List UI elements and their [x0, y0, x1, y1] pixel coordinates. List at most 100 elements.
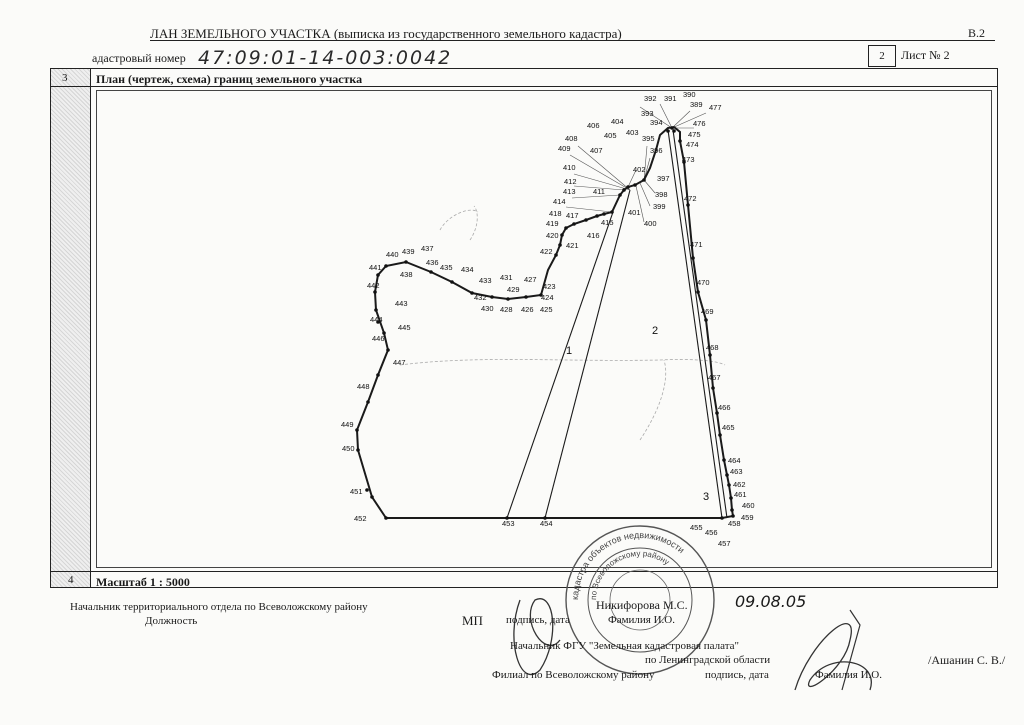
- boundary-point-mark: [386, 348, 390, 352]
- boundary-point-mark: [374, 308, 378, 312]
- boundary-point-mark: [554, 253, 558, 257]
- row-number-4: 4: [68, 574, 74, 586]
- point-label: 431: [500, 273, 513, 282]
- leader-line: [659, 103, 673, 129]
- point-label: 445: [398, 323, 411, 332]
- boundary-point-mark: [720, 516, 724, 520]
- boundary-point-mark: [382, 331, 386, 335]
- point-label: 417: [566, 211, 579, 220]
- point-label: 392: [644, 94, 657, 103]
- boundary-point-mark: [686, 203, 690, 207]
- handwritten-date: 09.08.05: [735, 592, 807, 611]
- leader-line: [565, 206, 613, 213]
- plan-title: План (чертеж, схема) границ земельного у…: [96, 72, 363, 86]
- boundary-line: [506, 211, 614, 519]
- point-label: 415: [601, 218, 614, 227]
- row-divider-bottom: [50, 571, 998, 572]
- boundary-line: [672, 129, 728, 519]
- fgu-title: Начальник ФГУ "Земельная кадастровая пал…: [510, 640, 740, 652]
- point-label: 389: [690, 100, 703, 109]
- point-label: 391: [664, 94, 677, 103]
- point-label: 410: [563, 163, 576, 172]
- signature-2-stroke: [841, 609, 861, 691]
- point-label: 402: [633, 165, 646, 174]
- point-label: 452: [354, 514, 367, 523]
- point-label: 420: [546, 231, 559, 240]
- sign-date-label-2: подпись, дата: [705, 669, 769, 681]
- point-label: 467: [708, 373, 721, 382]
- point-label: 401: [628, 208, 641, 217]
- row-number-3: 3: [62, 72, 68, 84]
- point-label: 475: [688, 130, 701, 139]
- boundary-point-mark: [564, 226, 568, 230]
- point-label: 390: [683, 90, 696, 99]
- round-seal: кадастра объектов недвижимости по Всевол…: [565, 525, 715, 675]
- form-code: В.2: [968, 26, 986, 40]
- leader-line: [573, 185, 625, 191]
- point-label: 457: [718, 539, 731, 548]
- line-label: 1: [566, 345, 572, 357]
- boundary-point-mark: [450, 280, 454, 284]
- point-label: 411: [593, 187, 605, 196]
- point-label: 443: [395, 299, 408, 308]
- point-label: 458: [728, 519, 741, 528]
- point-label: 430: [481, 304, 494, 313]
- point-label: 434: [461, 265, 474, 274]
- leader-line: [573, 173, 631, 191]
- point-label: 429: [507, 285, 520, 294]
- point-label: 394: [650, 118, 663, 127]
- point-label: 438: [400, 270, 413, 279]
- boundary-point-mark: [682, 160, 686, 164]
- boundary-point-mark: [730, 508, 734, 512]
- leader-line: [643, 145, 648, 181]
- boundary-point-mark: [725, 473, 729, 477]
- point-label: 403: [626, 128, 639, 137]
- point-label: 440: [386, 250, 399, 259]
- shaded-margin: [50, 68, 90, 588]
- point-label: 421: [566, 241, 579, 250]
- boundary-point-mark: [572, 222, 576, 226]
- point-label: 426: [521, 305, 534, 314]
- point-label: 408: [565, 134, 578, 143]
- point-label: 448: [357, 382, 370, 391]
- point-label: 454: [540, 519, 553, 528]
- point-label: 468: [706, 343, 719, 352]
- boundary-point-mark: [470, 291, 474, 295]
- boundary-point-mark: [543, 516, 547, 520]
- faint-sketch: [639, 359, 667, 441]
- sign-date-label-1: подпись, дата: [506, 614, 570, 626]
- faint-sketch: [439, 205, 479, 241]
- leader-line: [571, 194, 621, 199]
- boundary-point-mark: [376, 320, 380, 324]
- point-label: 436: [426, 258, 439, 267]
- point-label: 456: [705, 528, 718, 537]
- point-label: 477: [709, 103, 722, 112]
- leader-line: [639, 106, 673, 129]
- boundary-point-mark: [384, 264, 388, 268]
- line-labels: 123: [566, 325, 709, 503]
- faint-sketch-lines: [399, 103, 726, 441]
- boundary-point-mark: [722, 458, 726, 462]
- boundary-point-mark: [366, 400, 370, 404]
- boundary-point-mark: [505, 516, 509, 520]
- point-label: 473: [682, 155, 695, 164]
- point-label: 464: [728, 456, 741, 465]
- scale-label: Масштаб 1 : 5000: [96, 575, 190, 589]
- line-label: 2: [652, 325, 658, 337]
- cadastral-label: адастровый номер: [92, 51, 186, 65]
- leader-line: [577, 145, 631, 191]
- boundary-point-mark: [715, 411, 719, 415]
- boundary-point-mark: [373, 290, 377, 294]
- point-label: 446: [372, 334, 385, 343]
- frame-column-divider: [90, 68, 91, 588]
- boundary-point-mark: [602, 212, 606, 216]
- boundary-point-mark: [618, 193, 622, 197]
- leader-line: [643, 179, 656, 194]
- header-divider: [150, 40, 995, 41]
- point-label: 428: [500, 305, 513, 314]
- boundary-point-mark: [595, 214, 599, 218]
- point-label: 451: [350, 487, 363, 496]
- point-label: 393: [641, 109, 654, 118]
- leader-line: [671, 110, 691, 129]
